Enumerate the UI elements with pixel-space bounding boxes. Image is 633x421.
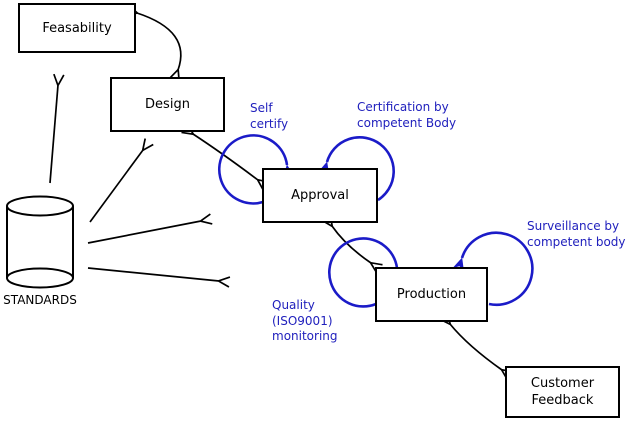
edge-design-approval <box>193 134 258 180</box>
annotation-certification-by-competent-body: Certification by competent Body <box>357 100 457 130</box>
node-production-label: Production <box>396 287 467 302</box>
node-design-label: Design <box>145 97 190 112</box>
standards-label: STANDARDS <box>3 293 77 307</box>
loop-certification-competent-body <box>317 136 395 202</box>
edge-standards-feasability <box>49 85 58 184</box>
node-approval: Approval <box>262 168 378 223</box>
node-production: Production <box>375 267 488 322</box>
standards-cylinder <box>6 195 74 289</box>
node-feasability-label: Feasability <box>42 20 112 36</box>
annotation-surveillance-by-competent-body: Surveillance by competent body <box>527 219 626 249</box>
edge-approval-production <box>332 226 371 263</box>
node-design: Design <box>110 77 225 132</box>
edge-feasability-design <box>137 13 182 70</box>
annotation-self-certify: Self certify <box>250 101 289 131</box>
annotation-quality-iso9001-monitoring: Quality (ISO9001) monitoring <box>272 298 338 343</box>
edge-standards-design <box>89 150 143 223</box>
node-customer-feedback: Customer Feedback <box>505 366 620 418</box>
edge-production-customer-feedback <box>450 324 502 370</box>
edge-standards-approval <box>87 221 201 244</box>
node-feasability: Feasability <box>18 3 136 53</box>
node-approval-label: Approval <box>291 188 349 203</box>
node-customer-feedback-label: Customer Feedback <box>530 376 595 408</box>
loop-surveillance-competent-body <box>452 231 534 306</box>
edge-standards-production <box>87 267 219 281</box>
loop-quality-iso9001-monitoring <box>328 237 405 308</box>
loop-self-certify <box>218 134 295 205</box>
